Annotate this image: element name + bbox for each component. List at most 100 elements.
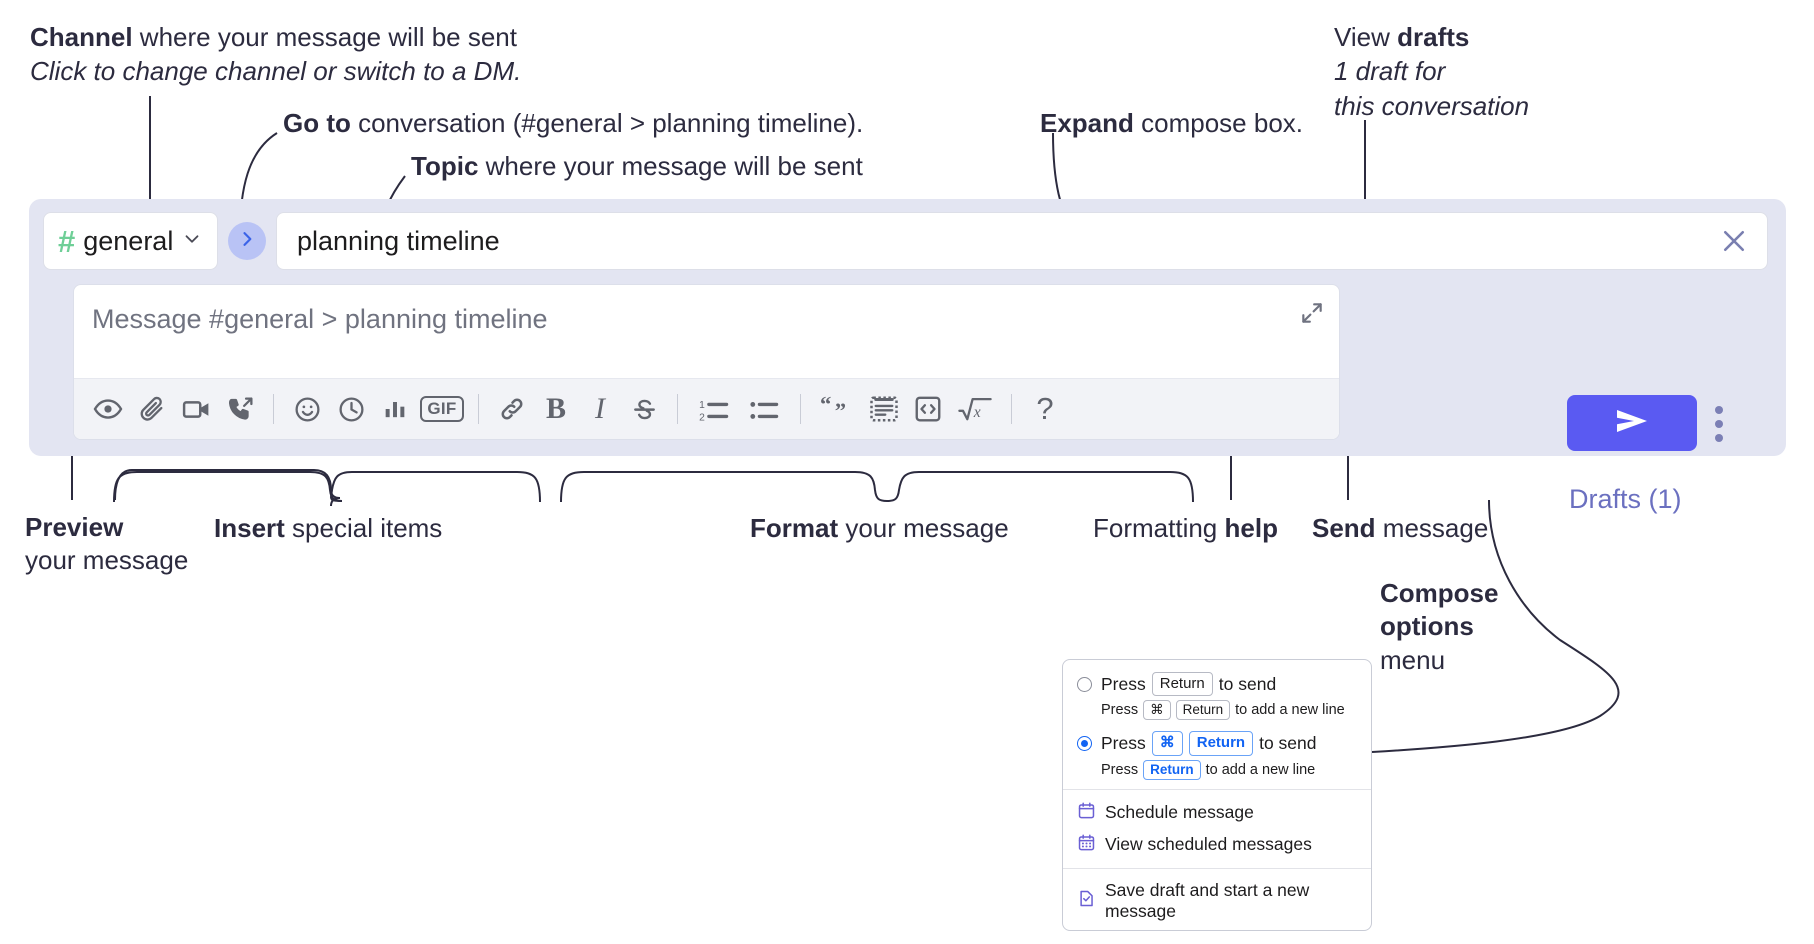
annotation-help-pre: Formatting [1093,513,1225,543]
svg-text:x: x [973,404,981,421]
annotation-topic-rest: where your message will be sent [478,151,863,181]
svg-text:1: 1 [699,400,705,411]
kebab-dot [1715,406,1723,414]
clear-topic-icon[interactable] [1719,226,1749,256]
gif-icon[interactable]: GIF [417,387,467,431]
annotation-goto: Go to conversation (#general > planning … [283,106,863,140]
math-icon[interactable]: x [950,387,1000,431]
italic-label: I [595,392,605,425]
calendar-grid-icon [1077,833,1096,857]
annotation-send-rest: message [1375,513,1489,543]
expand-icon[interactable] [1299,300,1325,331]
annotation-insert-rest: special items [284,513,443,543]
menu-item-schedule-message[interactable]: Schedule message [1063,797,1371,829]
annotation-compose-bold2: options [1380,611,1474,642]
link-icon[interactable] [490,387,534,431]
annotation-channel-bold: Channel [30,22,133,52]
send-plane-icon [1612,404,1652,443]
channel-selector[interactable]: # general [43,212,218,270]
drafts-link[interactable]: Drafts (1) [1569,484,1682,514]
annotation-expand-bold: Expand [1040,108,1134,138]
bold-icon[interactable]: B [534,387,578,431]
annotation-expand: Expand compose box. [1040,106,1303,140]
option2-subtext: Press Return to add a new line [1101,759,1357,780]
preview-icon[interactable] [86,387,130,431]
annotation-compose-rest: menu [1380,644,1446,675]
toolbar-divider [478,394,479,424]
annotation-help: Formatting help [1093,511,1278,545]
send-option-cmd-return[interactable]: Press ⌘ Return to send Press Return to a… [1063,729,1371,780]
option1-press-label: Press [1101,673,1146,694]
attachment-icon[interactable] [130,387,174,431]
compose-header: # general planning timeline [43,212,1786,270]
kebab-dot [1715,434,1723,442]
inline-code-icon[interactable] [906,387,950,431]
option1-sub-press: Press [1101,702,1139,719]
option2-press-label: Press [1101,733,1146,754]
option1-cmd-key: ⌘ [1143,700,1171,721]
formatting-help-icon[interactable]: ? [1023,387,1067,431]
clock-icon[interactable] [329,387,373,431]
compose-options-button[interactable] [1707,399,1731,449]
chevron-right-icon [237,229,257,254]
annotation-format-rest: your message [838,513,1009,543]
annotation-channel-italic: Click to change channel or switch to a D… [30,56,522,87]
emoji-icon[interactable] [285,387,329,431]
send-option-return[interactable]: Press Return to send Press ⌘ Return to a… [1063,670,1371,721]
svg-text:“: “ [820,395,831,416]
menu-divider [1063,788,1371,790]
topic-input[interactable]: planning timeline [276,212,1768,270]
annotation-goto-rest: conversation (#general > planning timeli… [350,108,864,138]
annotation-send: Send message [1312,511,1488,545]
toolbar-divider [1011,394,1012,424]
topic-value: planning timeline [297,225,500,256]
message-placeholder: Message #general > planning timeline [92,304,548,334]
code-block-icon[interactable] [862,387,906,431]
annotation-compose-bold1: Compose [1380,578,1499,608]
annotation-format-bold: Format [750,513,839,543]
blockquote-icon[interactable]: “ ” [812,387,862,431]
toolbar-divider [800,394,801,424]
formatting-toolbar: GIF B I [74,378,1339,439]
bulleted-list-icon[interactable] [739,387,789,431]
italic-icon[interactable]: I [578,387,622,431]
audio-call-icon[interactable] [218,387,262,431]
option2-return-key: Return [1188,731,1254,756]
option1-sub-return-key: Return [1175,700,1231,721]
compose-panel: # general planning timeline Message #gen… [29,199,1786,514]
radio-unselected-icon[interactable] [1077,676,1092,692]
annotation-drafts-pre: View [1334,22,1398,52]
send-button[interactable] [1567,395,1697,451]
annotation-preview: Preview your message [25,511,188,577]
radio-selected-icon[interactable] [1077,736,1092,752]
annotation-drafts-bold: drafts [1397,22,1470,52]
annotation-topic-bold: Topic [411,151,479,181]
strikethrough-icon[interactable] [622,387,666,431]
goto-conversation-button[interactable] [228,222,266,260]
menu-item-save-draft[interactable]: Save draft and start a new message [1063,876,1371,926]
annotation-channel-rest: where your message will be sent [132,22,517,52]
hash-icon: # [58,223,76,259]
video-icon[interactable] [174,387,218,431]
annotation-drafts-italic1: 1 draft for [1334,56,1446,87]
bold-label: B [545,392,566,425]
annotation-expand-rest: compose box. [1133,108,1304,138]
kebab-dot [1715,420,1723,428]
menu-item-label: View scheduled messages [1105,834,1312,855]
annotation-channel: Channel where your message will be sent … [30,20,521,89]
calendar-icon [1077,801,1096,825]
ordered-list-icon[interactable]: 1 2 [689,387,739,431]
annotation-compose-options: Compose options menu [1380,577,1580,677]
annotation-drafts-italic2: this conversation [1334,90,1530,121]
annotation-preview-bold: Preview [25,512,124,542]
annotation-format: Format your message [750,511,1009,545]
message-input-area[interactable]: Message #general > planning timeline [73,284,1340,440]
annotation-help-bold: help [1224,513,1278,543]
compose-options-menu: Press Return to send Press ⌘ Return to a… [1062,659,1372,931]
annotation-preview-rest: your message [25,544,189,575]
annotation-goto-bold: Go to [283,108,351,138]
annotation-insert-bold: Insert [214,513,285,543]
poll-icon[interactable] [373,387,417,431]
menu-item-view-scheduled-messages[interactable]: View scheduled messages [1063,829,1371,861]
